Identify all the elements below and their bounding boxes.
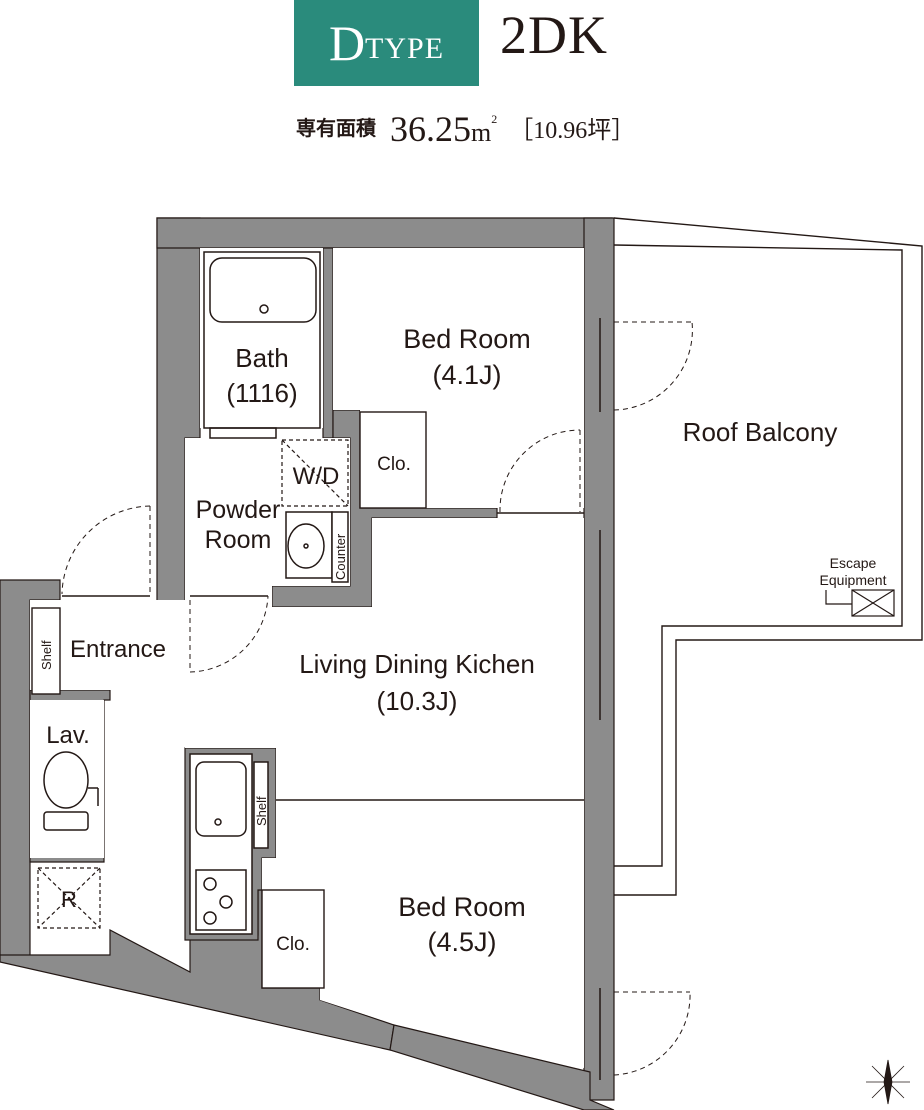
area-label: 専有面積 (296, 116, 376, 140)
label-refrigerator: R (61, 887, 77, 912)
label-entrance: Entrance (70, 636, 166, 663)
area-tsubo: ［10.96坪］ (509, 118, 636, 144)
door-bedroom1 (499, 429, 581, 513)
area-value: 36.25 (390, 109, 471, 149)
type-letter: D (328, 15, 366, 71)
label-ldk-size: (10.3J) (377, 686, 458, 716)
area-line: 専有面積 36.25m2 ［10.96坪］ (296, 108, 635, 150)
label-shelf-kitchen: Shelf (254, 796, 269, 826)
wall-bath-divider (322, 247, 334, 439)
wall-top (156, 217, 613, 249)
washer-dryer-space (281, 439, 349, 507)
door-balcony (613, 321, 693, 411)
label-bath: Bath (235, 343, 289, 373)
area-unit-sup: 2 (491, 112, 498, 126)
label-ldk: Living Dining Kichen (299, 649, 535, 679)
label-lavatory: Lav. (46, 722, 90, 749)
bathtub-icon (203, 251, 321, 439)
area-unit: m (471, 118, 492, 147)
label-closet-2: Clo. (276, 934, 310, 955)
layout-code: 2DK (500, 5, 608, 65)
label-bedroom-2: Bed Room (398, 892, 526, 922)
label-roof-balcony: Roof Balcony (683, 417, 838, 447)
wall-right (583, 217, 615, 1101)
compass-icon (866, 1059, 910, 1105)
sink-icon (285, 511, 349, 583)
label-shelf-entrance: Shelf (39, 640, 54, 670)
doors (61, 321, 693, 1076)
toilet-icon (43, 751, 99, 831)
shelf-entrance-box (31, 607, 61, 695)
stove-icon (195, 869, 247, 931)
label-bedroom-2-size: (4.5J) (427, 927, 496, 957)
label-wd: W/D (293, 463, 340, 490)
label-bath-size: (1116) (226, 378, 297, 408)
refrigerator-box (37, 867, 101, 929)
label-powder-2: Room (205, 526, 272, 554)
floor-ldk (30, 518, 584, 800)
label-powder-1: Powder (196, 496, 281, 524)
wall-bedroom2-bottom (389, 1024, 615, 1110)
label-counter: Counter (333, 533, 348, 580)
type-word: TYPE (365, 32, 445, 65)
label-bedroom-1: Bed Room (403, 324, 531, 354)
room-labels: Bath (1116) Bed Room (4.1J) Clo. W/D Pow… (39, 324, 887, 957)
partitions (62, 318, 601, 1080)
escape-hatch-icon (825, 589, 895, 617)
label-escape-2: Equipment (820, 572, 887, 588)
door-front (61, 505, 151, 595)
floor-lav (30, 700, 104, 858)
closet-1-box (359, 411, 427, 509)
label-escape-1: Escape (830, 555, 877, 571)
floor-bedroom2 (262, 800, 584, 1068)
label-closet-1: Clo. (377, 454, 411, 475)
roof-balcony (613, 217, 923, 896)
label-bedroom-1-size: (4.1J) (432, 360, 501, 390)
floor-fridge (32, 866, 104, 930)
kitchen-counter (189, 753, 269, 935)
door-balcony-2 (613, 991, 691, 1076)
closet-2-box (261, 889, 325, 989)
